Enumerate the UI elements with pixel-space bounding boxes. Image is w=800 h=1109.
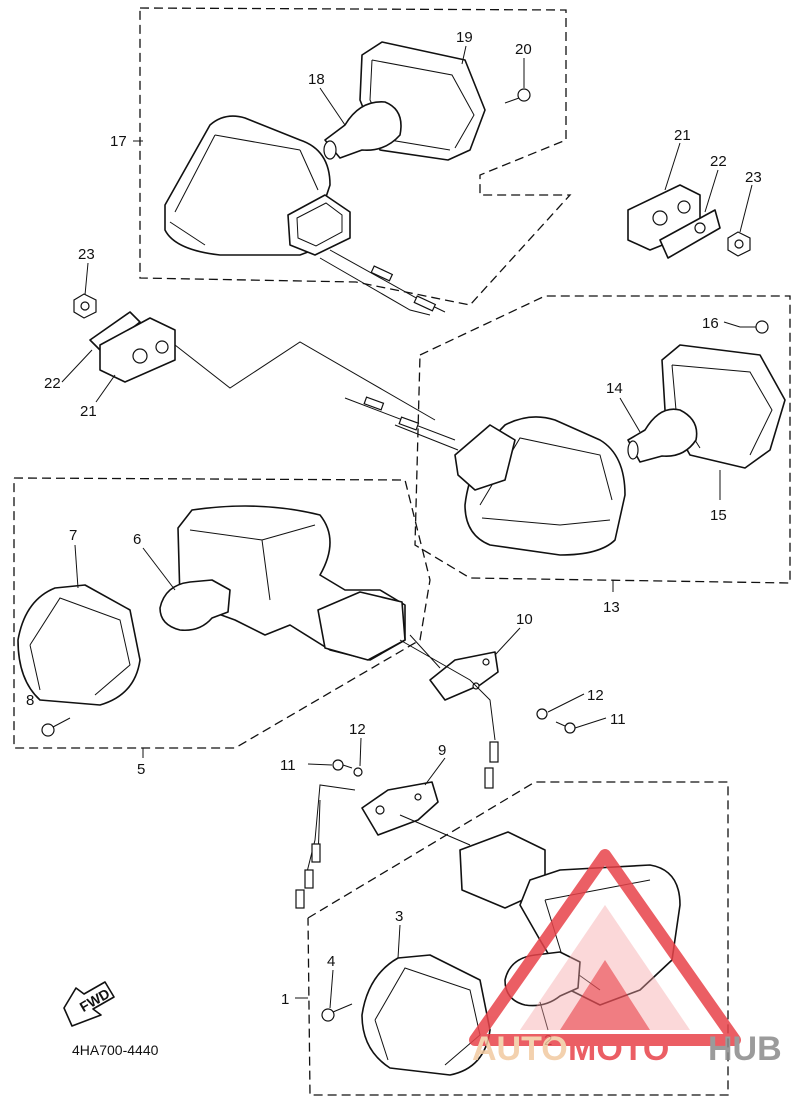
callout-7: 7 — [69, 527, 77, 544]
screw-16 — [740, 320, 769, 334]
screw-11-left — [332, 759, 353, 771]
callout-23-left: 23 — [78, 246, 95, 263]
callout-13: 13 — [603, 599, 620, 616]
callout-21-right: 21 — [674, 127, 691, 144]
bulb-18 — [324, 101, 402, 159]
nut-23-left — [73, 293, 97, 319]
callout-numbers: 19 20 18 17 21 22 23 23 22 21 16 14 15 1… — [26, 29, 762, 1049]
assembly-13-outline — [414, 295, 791, 584]
bulb-base-18 — [323, 140, 337, 160]
watermark-text-moto: MOTO — [568, 1030, 669, 1068]
callout-12-left: 12 — [349, 721, 366, 738]
assembly-17-outline — [139, 7, 572, 306]
watermark-triangle-icon — [469, 849, 741, 1046]
damper-assembly-left — [73, 293, 436, 421]
callout-12-right: 12 — [587, 687, 604, 704]
watermark-text-hub: HUB — [708, 1030, 782, 1068]
callout-4: 4 — [327, 953, 335, 970]
callout-5: 5 — [137, 761, 145, 778]
washer-12-right — [536, 708, 548, 720]
plate-22-right — [659, 209, 721, 259]
bracket-9 — [361, 781, 439, 836]
callout-17: 17 — [110, 133, 127, 150]
callout-3: 3 — [395, 908, 403, 925]
callout-22-left: 22 — [44, 375, 61, 392]
grommet-5 — [317, 591, 406, 661]
turn-signal-assembly-5 — [17, 505, 576, 789]
forward-arrow-icon: FWD — [63, 981, 115, 1027]
callout-15: 15 — [710, 507, 727, 524]
callout-6: 6 — [133, 531, 141, 548]
screw-20 — [504, 88, 531, 104]
callout-16: 16 — [702, 315, 719, 332]
grommet-13 — [454, 424, 516, 491]
callout-18: 18 — [308, 71, 325, 88]
callout-19: 19 — [456, 29, 473, 46]
watermark-text-auto: AUTO — [472, 1030, 568, 1068]
screw-11-right — [555, 721, 576, 734]
bulb-6 — [159, 579, 231, 632]
callout-10: 10 — [516, 611, 533, 628]
callout-20: 20 — [515, 41, 532, 58]
callout-1: 1 — [281, 991, 289, 1008]
bulb-14 — [627, 408, 698, 463]
callout-21-left: 21 — [80, 403, 97, 420]
watermark-logo: AUTO MOTO HUB — [469, 849, 782, 1068]
callout-9: 9 — [438, 742, 446, 759]
leader-lines — [61, 45, 753, 1031]
assembly-outlines — [13, 7, 791, 1096]
screw-8 — [41, 717, 71, 737]
plate-22-left — [89, 311, 141, 353]
turn-signal-assembly-13 — [344, 320, 786, 556]
screw-4 — [321, 1003, 353, 1022]
callout-8: 8 — [26, 692, 34, 709]
nut-23-right — [727, 231, 751, 257]
callout-23-right: 23 — [745, 169, 762, 186]
callout-14: 14 — [606, 380, 623, 397]
callout-22-right: 22 — [710, 153, 727, 170]
lens-3 — [361, 954, 491, 1076]
assembly-5-outline — [13, 477, 431, 749]
lens-7 — [17, 584, 141, 706]
callout-11-left: 11 — [280, 757, 296, 774]
figure-code: 4HA700-4440 — [72, 1042, 159, 1058]
assembly-1-outline — [307, 781, 729, 1096]
washer-12-left — [353, 767, 363, 777]
callout-11-right: 11 — [610, 711, 626, 728]
turn-signal-assembly-17 — [164, 41, 751, 316]
